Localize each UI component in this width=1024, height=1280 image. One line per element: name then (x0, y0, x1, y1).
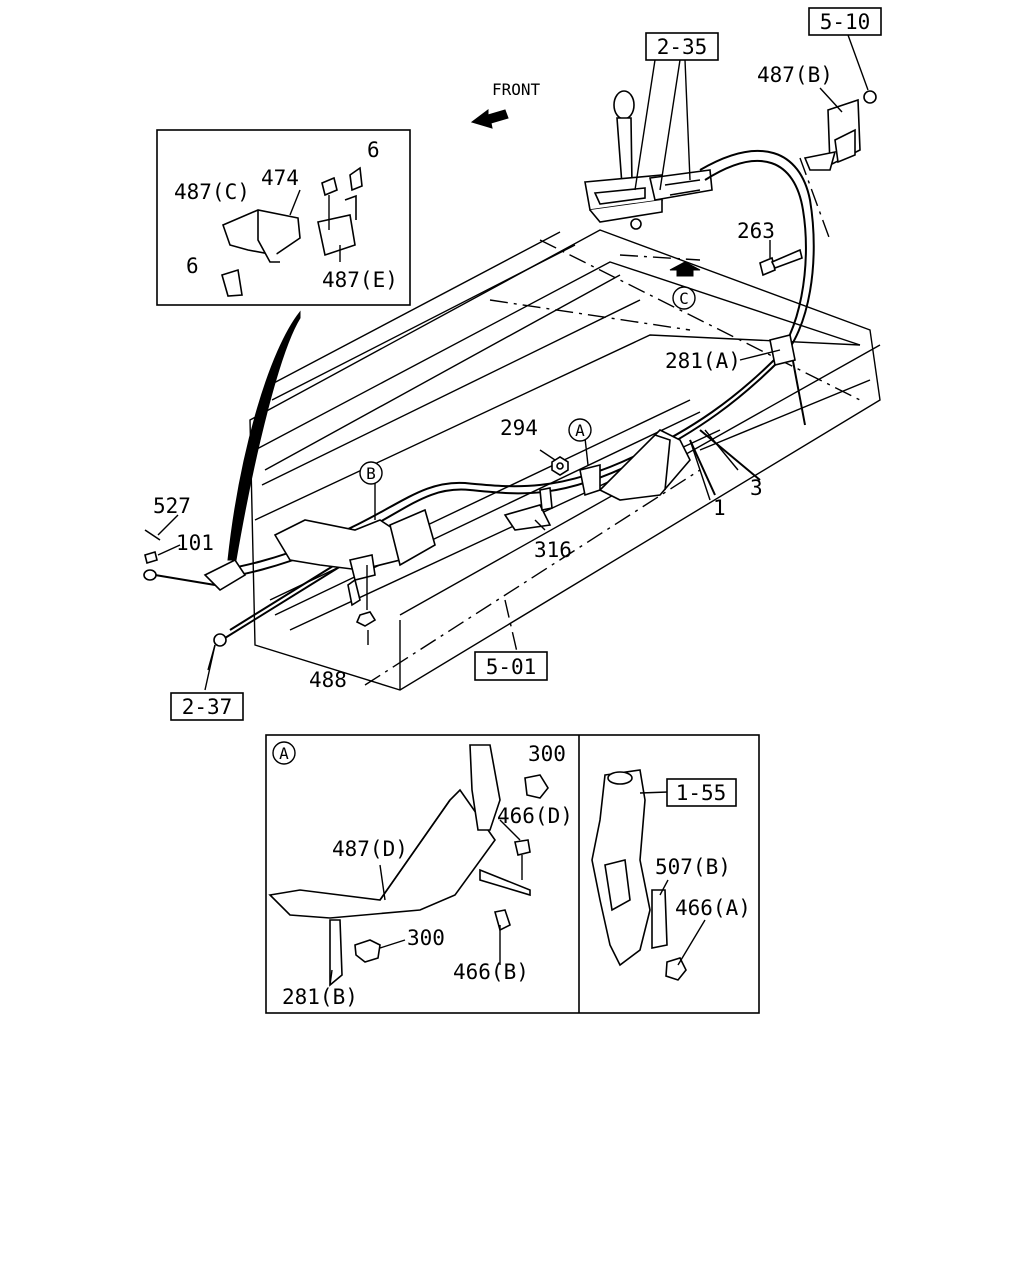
nut-294 (551, 456, 569, 476)
label-281b: 281(B) (282, 985, 358, 1009)
label-466b: 466(B) (453, 960, 529, 984)
label-474: 474 (261, 166, 299, 190)
ref-2-35-text: 2-35 (657, 35, 708, 59)
clip-281a (769, 334, 796, 366)
circle-a-marker: A (568, 418, 592, 442)
c-arrow-icon (669, 261, 701, 277)
label-487d: 487(D) (332, 837, 408, 861)
ref-box-2-37: 2-37 (170, 692, 244, 721)
label-487c: 487(C) (174, 180, 250, 204)
circle-b-text: B (366, 464, 376, 483)
inset-box-bracket (156, 129, 411, 306)
ref-box-2-35: 2-35 (645, 32, 719, 61)
label-281a: 281(A) (665, 349, 741, 373)
label-466a: 466(A) (675, 896, 751, 920)
label-101: 101 (176, 531, 214, 555)
label-488: 488 (309, 668, 347, 692)
ref-5-01-text: 5-01 (486, 655, 537, 679)
detail-a-bracket (268, 744, 549, 987)
circle-a-text: A (575, 421, 585, 440)
ref-1-55-text: 1-55 (676, 781, 727, 805)
bracket-b (273, 508, 436, 627)
label-263: 263 (737, 219, 775, 243)
label-466d: 466(D) (497, 804, 573, 828)
bracket-a (579, 429, 691, 501)
label-300-bottom: 300 (407, 926, 445, 950)
label-1: 1 (713, 496, 726, 520)
part-labels: FRONT 6 474 487(C) 6 487(E) 487(B) 263 2… (153, 63, 833, 1009)
circle-c-text: C (679, 289, 689, 308)
label-6-bottom: 6 (186, 254, 199, 278)
label-316: 316 (534, 538, 572, 562)
ref-box-5-01: 5-01 (474, 651, 548, 681)
bracket-487b (803, 34, 877, 171)
circle-b-marker: B (359, 461, 383, 485)
front-arrow-icon (470, 109, 509, 129)
leader-lines (157, 59, 843, 986)
ref-box-5-10: 5-10 (808, 7, 882, 36)
ref-box-1-55: 1-55 (666, 778, 737, 807)
label-487b: 487(B) (757, 63, 833, 87)
label-front: FRONT (492, 80, 541, 99)
end-bracket (144, 529, 247, 592)
label-527: 527 (153, 494, 191, 518)
label-294: 294 (500, 416, 538, 440)
ref-2-37-text: 2-37 (182, 695, 233, 719)
inset-pointer (227, 310, 301, 561)
label-300-top: 300 (528, 742, 566, 766)
label-6-top: 6 (367, 138, 380, 162)
circle-a-detail-marker: A (272, 741, 296, 765)
label-507b: 507(B) (655, 855, 731, 879)
circle-c-marker: C (672, 286, 696, 310)
detail-right-mount (591, 769, 687, 981)
bolt-263 (759, 248, 803, 277)
label-487e: 487(E) (322, 268, 398, 292)
ref-5-10-text: 5-10 (820, 10, 871, 34)
label-3: 3 (750, 476, 763, 500)
gear-shift-lever (584, 90, 713, 230)
leader-dashes (364, 157, 831, 686)
circle-a-detail-text: A (279, 744, 289, 763)
